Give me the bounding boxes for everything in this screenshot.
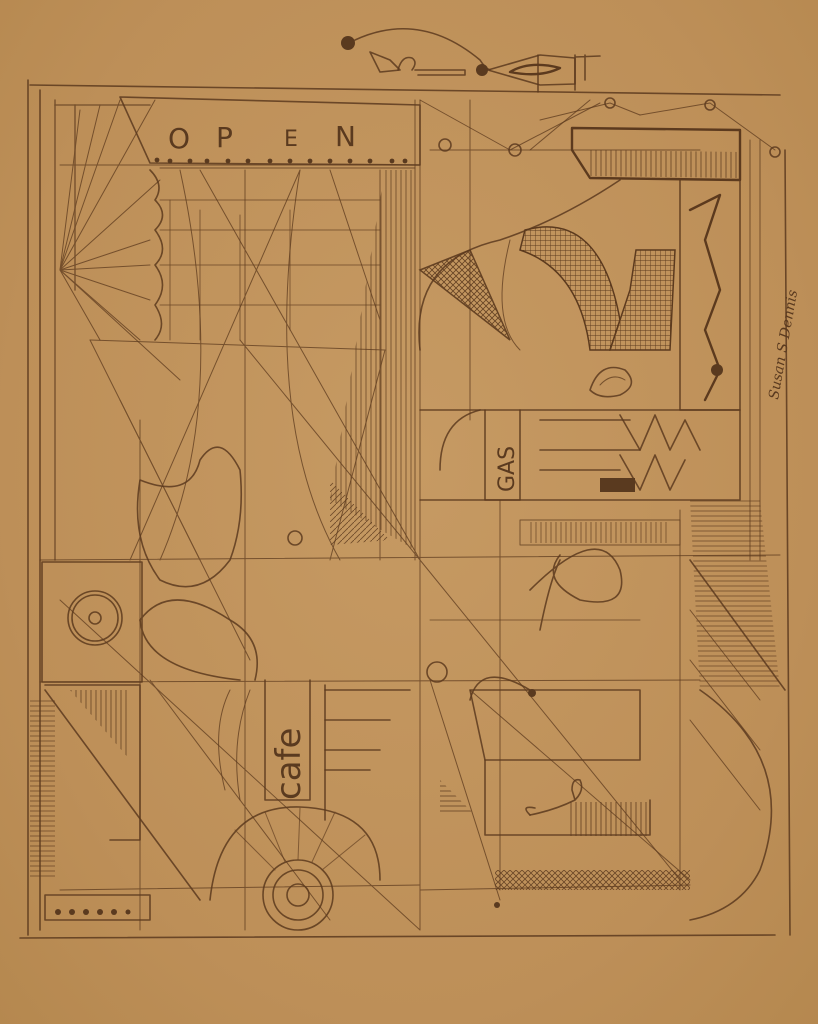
cafe-text: cafe bbox=[269, 728, 309, 800]
top-ornament bbox=[341, 28, 601, 93]
open-letter-e: E bbox=[284, 127, 298, 152]
hatched-column bbox=[330, 170, 415, 550]
gas-text: GAS bbox=[495, 446, 520, 492]
open-sign: O P E N bbox=[119, 96, 421, 169]
bottom-sunburst bbox=[209, 806, 381, 931]
zigzag-panel bbox=[679, 139, 761, 561]
left-loop-shape bbox=[136, 446, 303, 588]
open-letter-p: P bbox=[216, 121, 233, 154]
scallop-awning bbox=[149, 169, 381, 341]
hatched-curves bbox=[418, 179, 676, 398]
curtain-fan bbox=[54, 99, 421, 561]
artist-signature: Susan S Dennis bbox=[766, 289, 801, 401]
roof-block bbox=[419, 97, 781, 182]
wheel-left bbox=[41, 561, 259, 683]
center-loops bbox=[426, 548, 641, 701]
stair-hatching bbox=[679, 500, 786, 921]
cafe-sign: cafe bbox=[218, 679, 411, 821]
lower-left-block bbox=[30, 684, 201, 921]
open-letter-n: N bbox=[335, 120, 356, 153]
lower-right-block bbox=[440, 689, 691, 908]
open-letter-o: O bbox=[168, 122, 190, 155]
